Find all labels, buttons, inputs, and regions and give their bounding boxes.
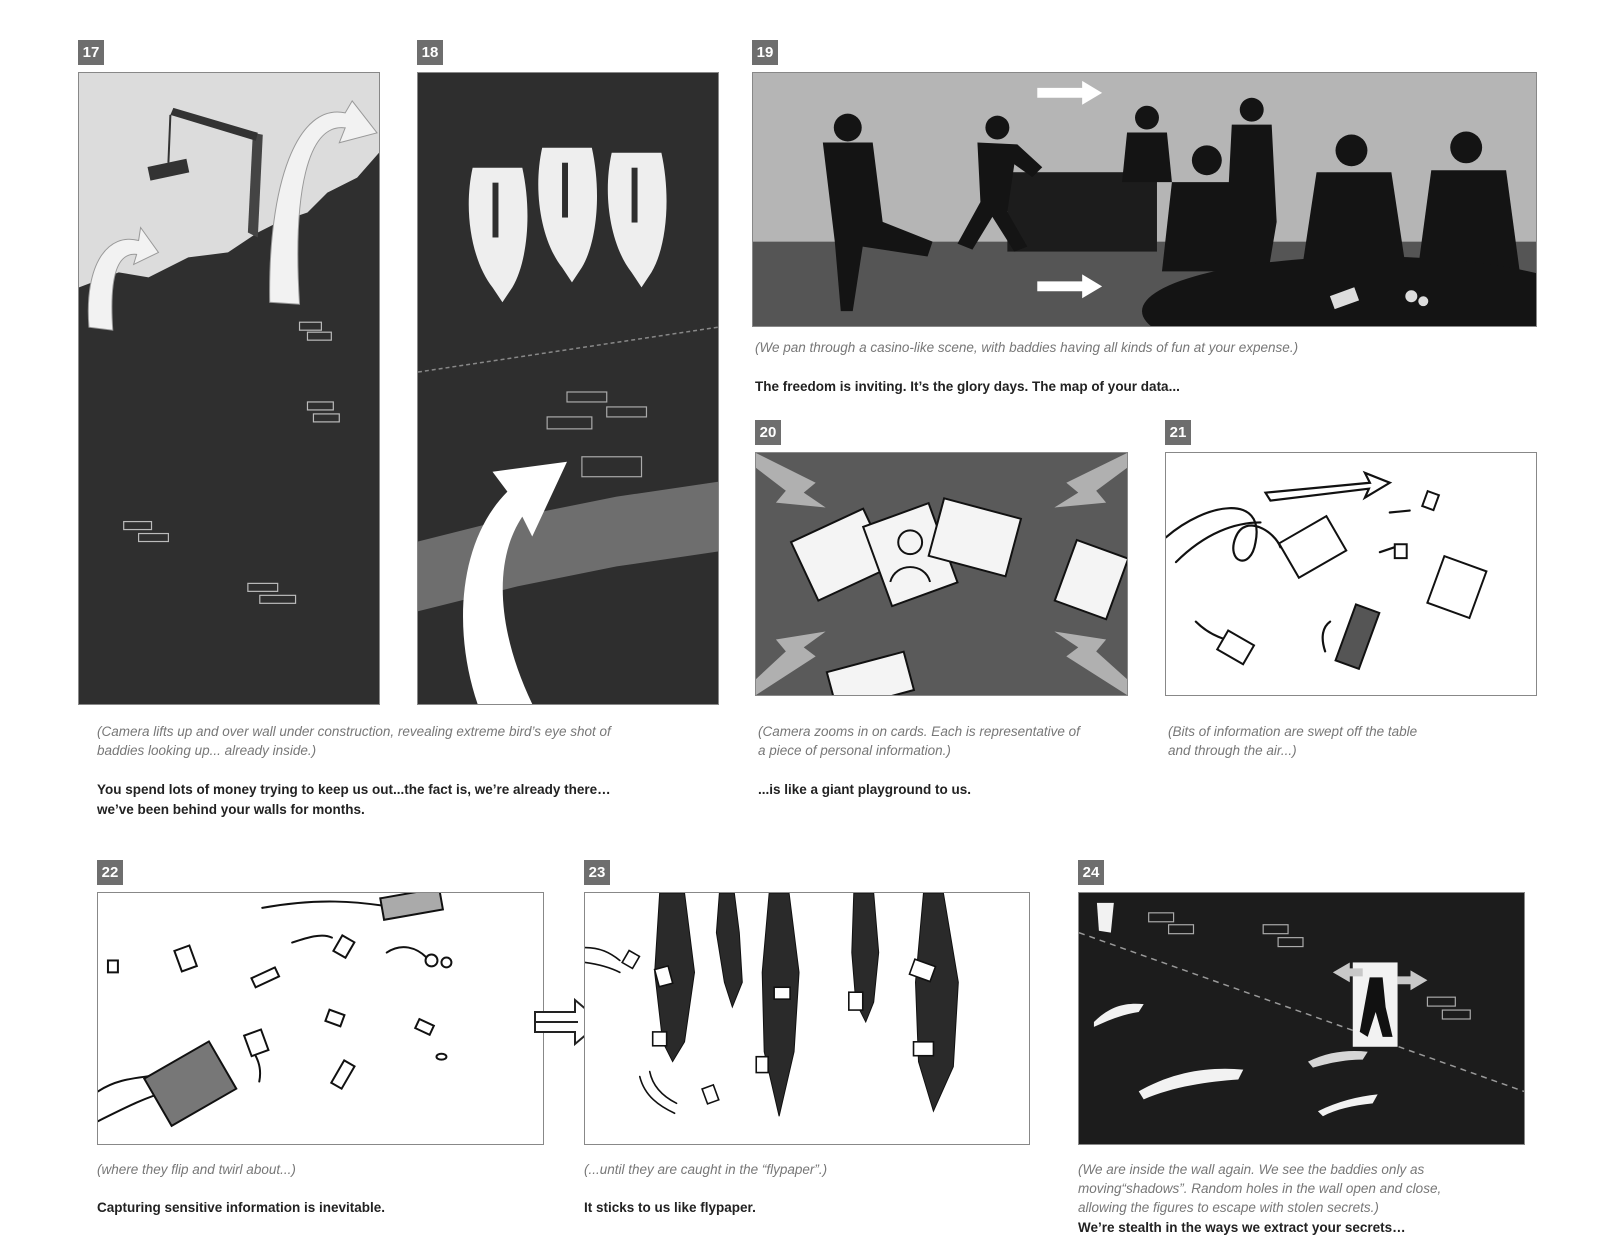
panel-17-illustration [79, 73, 379, 704]
panel-18-frame [417, 72, 719, 705]
narration-panel-23: It sticks to us like flypaper. [584, 1200, 756, 1215]
panel-21-illustration [1166, 453, 1536, 695]
narration-panel-19: The freedom is inviting. It’s the glory … [755, 379, 1180, 394]
caption-panel-22: (where they flip and twirl about...) [97, 1162, 296, 1177]
panel-number-20: 20 [755, 420, 781, 445]
narration-panel-22: Capturing sensitive information is inevi… [97, 1200, 386, 1215]
caption-panel-24: (We are inside the wall again. We see th… [1078, 1162, 1442, 1215]
panel-23-frame [584, 892, 1030, 1145]
narration-panel-17-18: You spend lots of money trying to keep u… [97, 782, 611, 817]
caption-panel-20: (Camera zooms in on cards. Each is repre… [758, 724, 1080, 758]
caption-panel-23: (...until they are caught in the “flypap… [584, 1162, 828, 1177]
caption-panel-21: (Bits of information are swept off the t… [1168, 724, 1418, 758]
panel-22-illustration [98, 893, 543, 1144]
panel-21-frame [1165, 452, 1537, 696]
panel-number-19: 19 [752, 40, 778, 65]
panel-19-illustration [753, 73, 1536, 326]
panel-18-illustration [418, 73, 718, 704]
panel-number-18: 18 [417, 40, 443, 65]
panel-19-frame [752, 72, 1537, 327]
panel-24-frame [1078, 892, 1525, 1145]
narration-panel-20: ...is like a giant playground to us. [758, 782, 972, 797]
panel-number-17: 17 [78, 40, 104, 65]
panel-20-illustration [756, 453, 1127, 695]
caption-panel-17-18: (Camera lifts up and over wall under con… [97, 724, 611, 758]
panel-23-illustration [585, 893, 1029, 1144]
panel-20-frame [755, 452, 1128, 696]
panel-24-illustration [1079, 893, 1524, 1144]
panel-number-21: 21 [1165, 420, 1191, 445]
panel-number-22: 22 [97, 860, 123, 885]
narration-panel-24: We’re stealth in the ways we extract you… [1078, 1220, 1406, 1235]
panel-number-23: 23 [584, 860, 610, 885]
caption-panel-19: (We pan through a casino-like scene, wit… [755, 340, 1299, 355]
panel-17-frame [78, 72, 380, 705]
panel-22-frame [97, 892, 544, 1145]
panel-number-24: 24 [1078, 860, 1104, 885]
